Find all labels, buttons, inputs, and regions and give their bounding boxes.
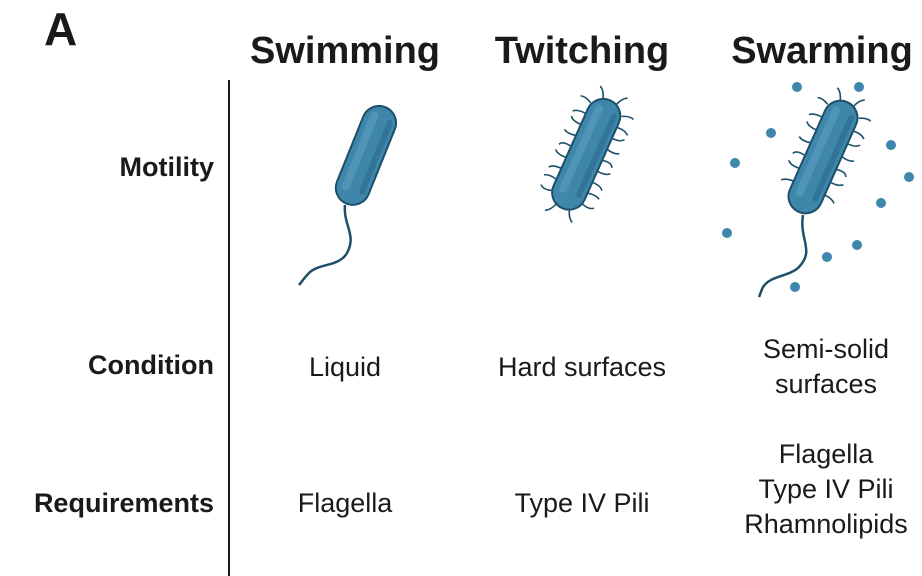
- flagellated-bacterium-icon: [285, 95, 415, 295]
- condition-swimming-line: Liquid: [309, 350, 381, 385]
- condition-swarming: Semi-solid surfaces: [763, 332, 889, 402]
- condition-swarming-line-1: Semi-solid: [763, 332, 889, 367]
- piliated-bacterium-icon: [530, 85, 640, 235]
- swarming-bacterium-icon: [715, 75, 920, 300]
- condition-swimming: Liquid: [309, 350, 381, 385]
- requirements-swimming: Flagella: [298, 486, 393, 521]
- column-header-twitching: Twitching: [495, 32, 670, 70]
- requirements-swarming-line-3: Rhamnolipids: [744, 507, 908, 542]
- requirements-swarming-line-1: Flagella: [744, 437, 908, 472]
- column-header-swimming: Swimming: [250, 32, 440, 70]
- requirements-twitching: Type IV Pili: [514, 486, 649, 521]
- row-label-condition: Condition: [88, 352, 214, 379]
- condition-swarming-line-2: surfaces: [763, 367, 889, 402]
- requirements-swarming-line-2: Type IV Pili: [744, 472, 908, 507]
- requirements-twitching-line: Type IV Pili: [514, 486, 649, 521]
- row-label-divider: [228, 80, 230, 576]
- requirements-swarming: Flagella Type IV Pili Rhamnolipids: [744, 437, 908, 542]
- row-label-motility: Motility: [120, 154, 215, 181]
- condition-twitching-line: Hard surfaces: [498, 350, 666, 385]
- row-label-requirements: Requirements: [34, 490, 214, 517]
- column-header-swarming: Swarming: [731, 32, 913, 70]
- condition-twitching: Hard surfaces: [498, 350, 666, 385]
- panel-label: A: [44, 6, 77, 52]
- requirements-swimming-line: Flagella: [298, 486, 393, 521]
